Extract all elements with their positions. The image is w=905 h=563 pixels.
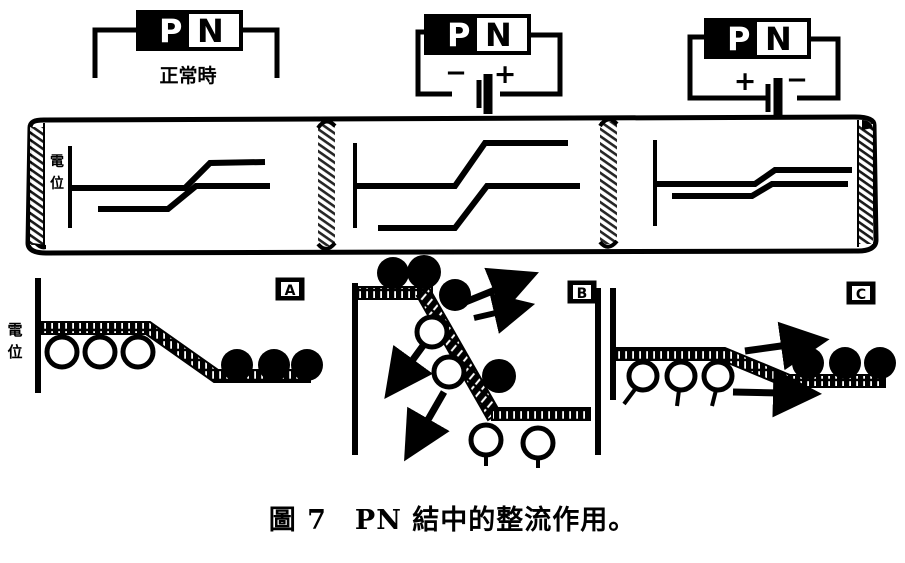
hole-circle	[44, 334, 80, 370]
hole-circle	[120, 334, 156, 370]
ramp-filled-circles-c	[792, 347, 896, 379]
battery-minus-forward: −	[786, 65, 808, 95]
ramp-axis-label-a-char2: 位	[7, 343, 22, 361]
p-label-forward: P	[727, 20, 750, 58]
electron-circle	[407, 255, 441, 289]
band-curve-b-upper	[355, 140, 568, 189]
hole-circle	[664, 359, 698, 393]
potential-band: 電 位	[25, 114, 879, 256]
band-curve-c-upper	[655, 167, 852, 187]
p-label-reverse: P	[447, 16, 470, 54]
band-tear-1	[316, 119, 337, 251]
motion-arrow	[732, 368, 822, 418]
band-tear-2	[598, 117, 619, 249]
ramp-arrows-c	[732, 321, 830, 418]
battery-forward	[765, 78, 783, 118]
band-left-tear	[30, 123, 46, 250]
battery-plus-reverse: +	[494, 59, 517, 90]
ramp-axis-label-a-char1: 電	[7, 321, 22, 339]
band-curve-a-lower	[98, 183, 270, 212]
hole-circle	[468, 422, 504, 458]
band-curve-c-lower	[672, 181, 848, 199]
band-panel-a: 電 位	[50, 146, 270, 228]
electron-circle	[258, 349, 290, 381]
circuit-reverse: P N − +	[415, 14, 563, 114]
motion-arrow	[473, 292, 536, 334]
hole-circle	[626, 359, 660, 393]
svg-text:B: B	[577, 286, 588, 302]
hole-circle	[520, 425, 556, 461]
ramp-label-b: B	[567, 280, 597, 304]
hole-circle	[82, 334, 118, 370]
state-label-normal: 正常時	[159, 64, 216, 87]
band-axis-label-a-char1: 電	[50, 153, 64, 170]
figure-caption: 圖 7 PN 結中的整流作用。	[268, 505, 637, 536]
ramp-panel-a: 電 位 A	[7, 277, 323, 393]
n-label-normal: N	[197, 12, 224, 50]
ramp-panel-b: B	[352, 255, 601, 468]
electron-circle	[482, 359, 516, 393]
n-label-reverse: N	[485, 16, 512, 54]
hole-circle	[431, 354, 467, 390]
battery-reverse	[476, 74, 493, 114]
band-axis-label-a-char2: 位	[50, 175, 64, 192]
band-panel-c	[653, 140, 852, 226]
electron-circle	[792, 347, 824, 379]
electron-circle	[439, 279, 471, 311]
band-curve-a-upper	[70, 159, 266, 191]
electron-circle	[864, 347, 896, 379]
svg-text:C: C	[856, 287, 866, 303]
circuit-forward: P N + −	[687, 18, 841, 118]
p-label-normal: P	[159, 12, 182, 50]
motion-arrow	[456, 267, 539, 314]
circuit-normal: P N 正常時	[92, 10, 280, 87]
ramp-open-circles-a	[44, 334, 156, 370]
band-curve-b-lower	[378, 183, 580, 231]
ramp-surface-b	[354, 286, 591, 422]
band-right-tear	[857, 120, 873, 247]
svg-text:A: A	[285, 283, 296, 299]
ramp-label-c: C	[846, 281, 876, 305]
ramp-arrows-b	[384, 267, 539, 462]
electron-circle	[291, 349, 323, 381]
battery-plus-forward: +	[734, 66, 757, 97]
electron-circle	[829, 347, 861, 379]
motion-arrow	[744, 321, 830, 371]
band-panel-b	[353, 140, 580, 231]
n-label-forward: N	[765, 20, 792, 58]
ramp-open-circles-b	[414, 314, 556, 468]
ramp-filled-circles-a	[221, 349, 323, 381]
electron-circle	[377, 257, 409, 289]
ramp-label-a: A	[275, 277, 305, 301]
ramp-open-circles-c	[622, 359, 735, 407]
motion-arrow	[384, 340, 433, 399]
electron-circle	[221, 349, 253, 381]
motion-arrow	[404, 390, 450, 462]
ramp-panel-c: C	[610, 281, 896, 418]
ramp-surface-a	[37, 321, 311, 383]
hole-circle	[701, 359, 735, 393]
battery-minus-reverse: −	[445, 58, 467, 88]
